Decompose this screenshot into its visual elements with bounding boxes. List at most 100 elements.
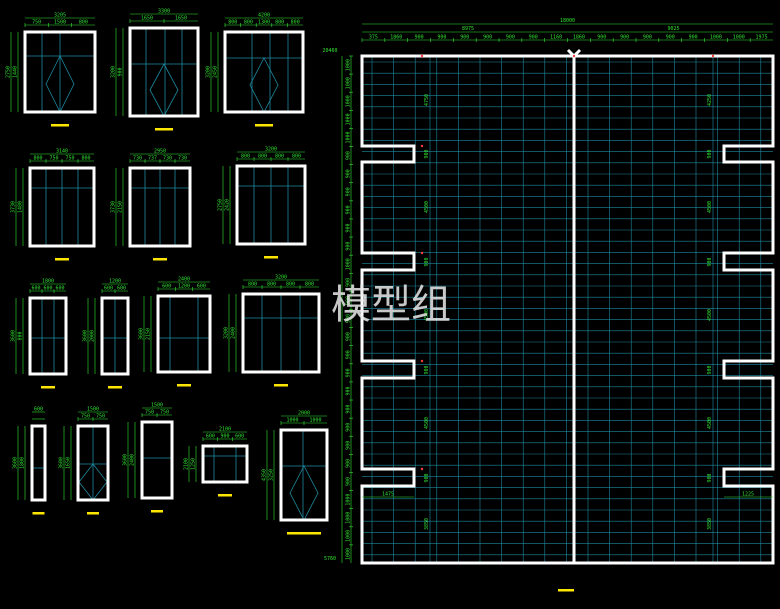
segment-height-label: 1480 — [18, 201, 24, 213]
overall-height-label: 2100 — [184, 458, 190, 470]
overall-width-label: 2100 — [219, 427, 231, 433]
segment-width-label: 800 — [33, 156, 42, 162]
segment-width-label: 1300 — [258, 20, 270, 26]
row-height-label: 900 — [346, 459, 352, 468]
row-height-label: 900 — [346, 224, 352, 233]
axis-marker — [572, 54, 576, 58]
overall-height-label: 2750 — [218, 199, 224, 211]
overall-width-label: 3200 — [265, 147, 277, 153]
segment-width-label: 730 — [178, 156, 187, 162]
unit-tag-marker — [32, 512, 45, 515]
overall-height-label: 3600 — [59, 457, 65, 469]
axis-marker — [420, 467, 424, 471]
inner-height-label: 4500 — [707, 417, 713, 429]
unit-tag-marker — [108, 386, 122, 389]
inner-height-label: 3850 — [424, 518, 430, 530]
row-height-label: 900 — [346, 205, 352, 214]
row-height-label: 1000 — [346, 548, 352, 560]
segment-width-label: 1650 — [175, 16, 187, 22]
window-frame — [100, 296, 130, 376]
segment-width-label: 600 — [43, 286, 52, 292]
overall-height-label: 2750 — [6, 66, 12, 78]
segment-width-label: 800 — [81, 156, 90, 162]
opening-indicator — [149, 63, 179, 117]
unit-tag-marker — [177, 384, 191, 387]
bay-width-label: 900 — [689, 35, 698, 41]
axis-marker — [420, 251, 424, 255]
segment-width-label: 600 — [55, 286, 64, 292]
bay-width-label: 900 — [415, 35, 424, 41]
segment-height-label: 1250 — [191, 458, 197, 470]
overall-width-label: 2000 — [298, 411, 310, 417]
window-frame — [76, 424, 110, 502]
half-width-label: 9025 — [667, 26, 679, 32]
window-frame — [156, 294, 212, 374]
inner-height-label: 900 — [707, 365, 713, 374]
overall-height-label: 4350 — [262, 469, 268, 481]
segment-height-label: 1440 — [13, 66, 19, 78]
segment-width-label: 800 — [267, 282, 276, 288]
window-frame — [28, 166, 96, 248]
unit-tag-marker — [155, 128, 173, 131]
opening-indicator — [45, 55, 75, 113]
segment-width-label: 750 — [160, 410, 169, 416]
inner-height-label: 900 — [707, 149, 713, 158]
row-height-label: 900 — [346, 169, 352, 178]
watermark: 模型组 — [331, 282, 451, 328]
bay-width-label: 1160 — [550, 35, 562, 41]
bay-width-label: 900 — [529, 35, 538, 41]
unit-tag-marker — [153, 258, 167, 261]
row-height-label: 900 — [346, 242, 352, 251]
inner-height-label: 900 — [424, 257, 430, 266]
segment-height-label: 2400 — [231, 327, 237, 339]
window-frame — [30, 424, 47, 502]
axis-marker — [420, 144, 424, 148]
row-height-label: 1000 — [346, 494, 352, 506]
segment-height-label: 800 — [18, 331, 24, 340]
segment-width-label: 800 — [248, 282, 257, 288]
overall-width-label: 1800 — [42, 279, 54, 285]
overall-width-label: 1500 — [151, 403, 163, 409]
unit-tag-marker — [55, 258, 69, 261]
bay-width-label: 1000 — [710, 35, 722, 41]
segment-height-label: 2000 — [90, 330, 96, 342]
segment-width-label: 1650 — [141, 16, 153, 22]
unit-tag-marker — [287, 532, 321, 535]
inner-height-label: 900 — [424, 473, 430, 482]
overall-height-label: 3730 — [11, 201, 17, 213]
inner-height-label: 4500 — [707, 201, 713, 213]
segment-width-label: 800 — [275, 20, 284, 26]
inner-height-label: 900 — [707, 473, 713, 482]
overall-width-label: 4200 — [258, 13, 270, 19]
overall-width-label: 600 — [34, 407, 43, 413]
opening-indicator — [249, 57, 279, 113]
inner-height-label: 900 — [707, 257, 713, 266]
overall-height-label: 3200 — [111, 66, 117, 78]
segment-width-label: 800 — [305, 282, 314, 288]
overall-height-label: 3600 — [11, 330, 17, 342]
overall-width-label: 1200 — [109, 279, 121, 285]
bay-width-label: 900 — [460, 35, 469, 41]
segment-width-label: 600 — [197, 284, 206, 290]
overall-height-label: 3600 — [139, 328, 145, 340]
row-height-label: 1000 — [346, 530, 352, 542]
window-frame — [235, 164, 307, 246]
row-height-label: 1000 — [346, 59, 352, 71]
row-height-label: 1000 — [346, 77, 352, 89]
axis-marker — [420, 54, 424, 58]
segment-height-label: 3250 — [269, 469, 275, 481]
unit-tag-marker — [274, 384, 288, 387]
bay-width-label: 900 — [666, 35, 675, 41]
segment-height-label: 2400 — [130, 454, 136, 466]
row-height-label: 900 — [346, 151, 352, 160]
bay-width-label: 900 — [620, 35, 629, 41]
inner-height-label: 4750 — [424, 94, 430, 106]
segment-width-label: 800 — [291, 20, 300, 26]
